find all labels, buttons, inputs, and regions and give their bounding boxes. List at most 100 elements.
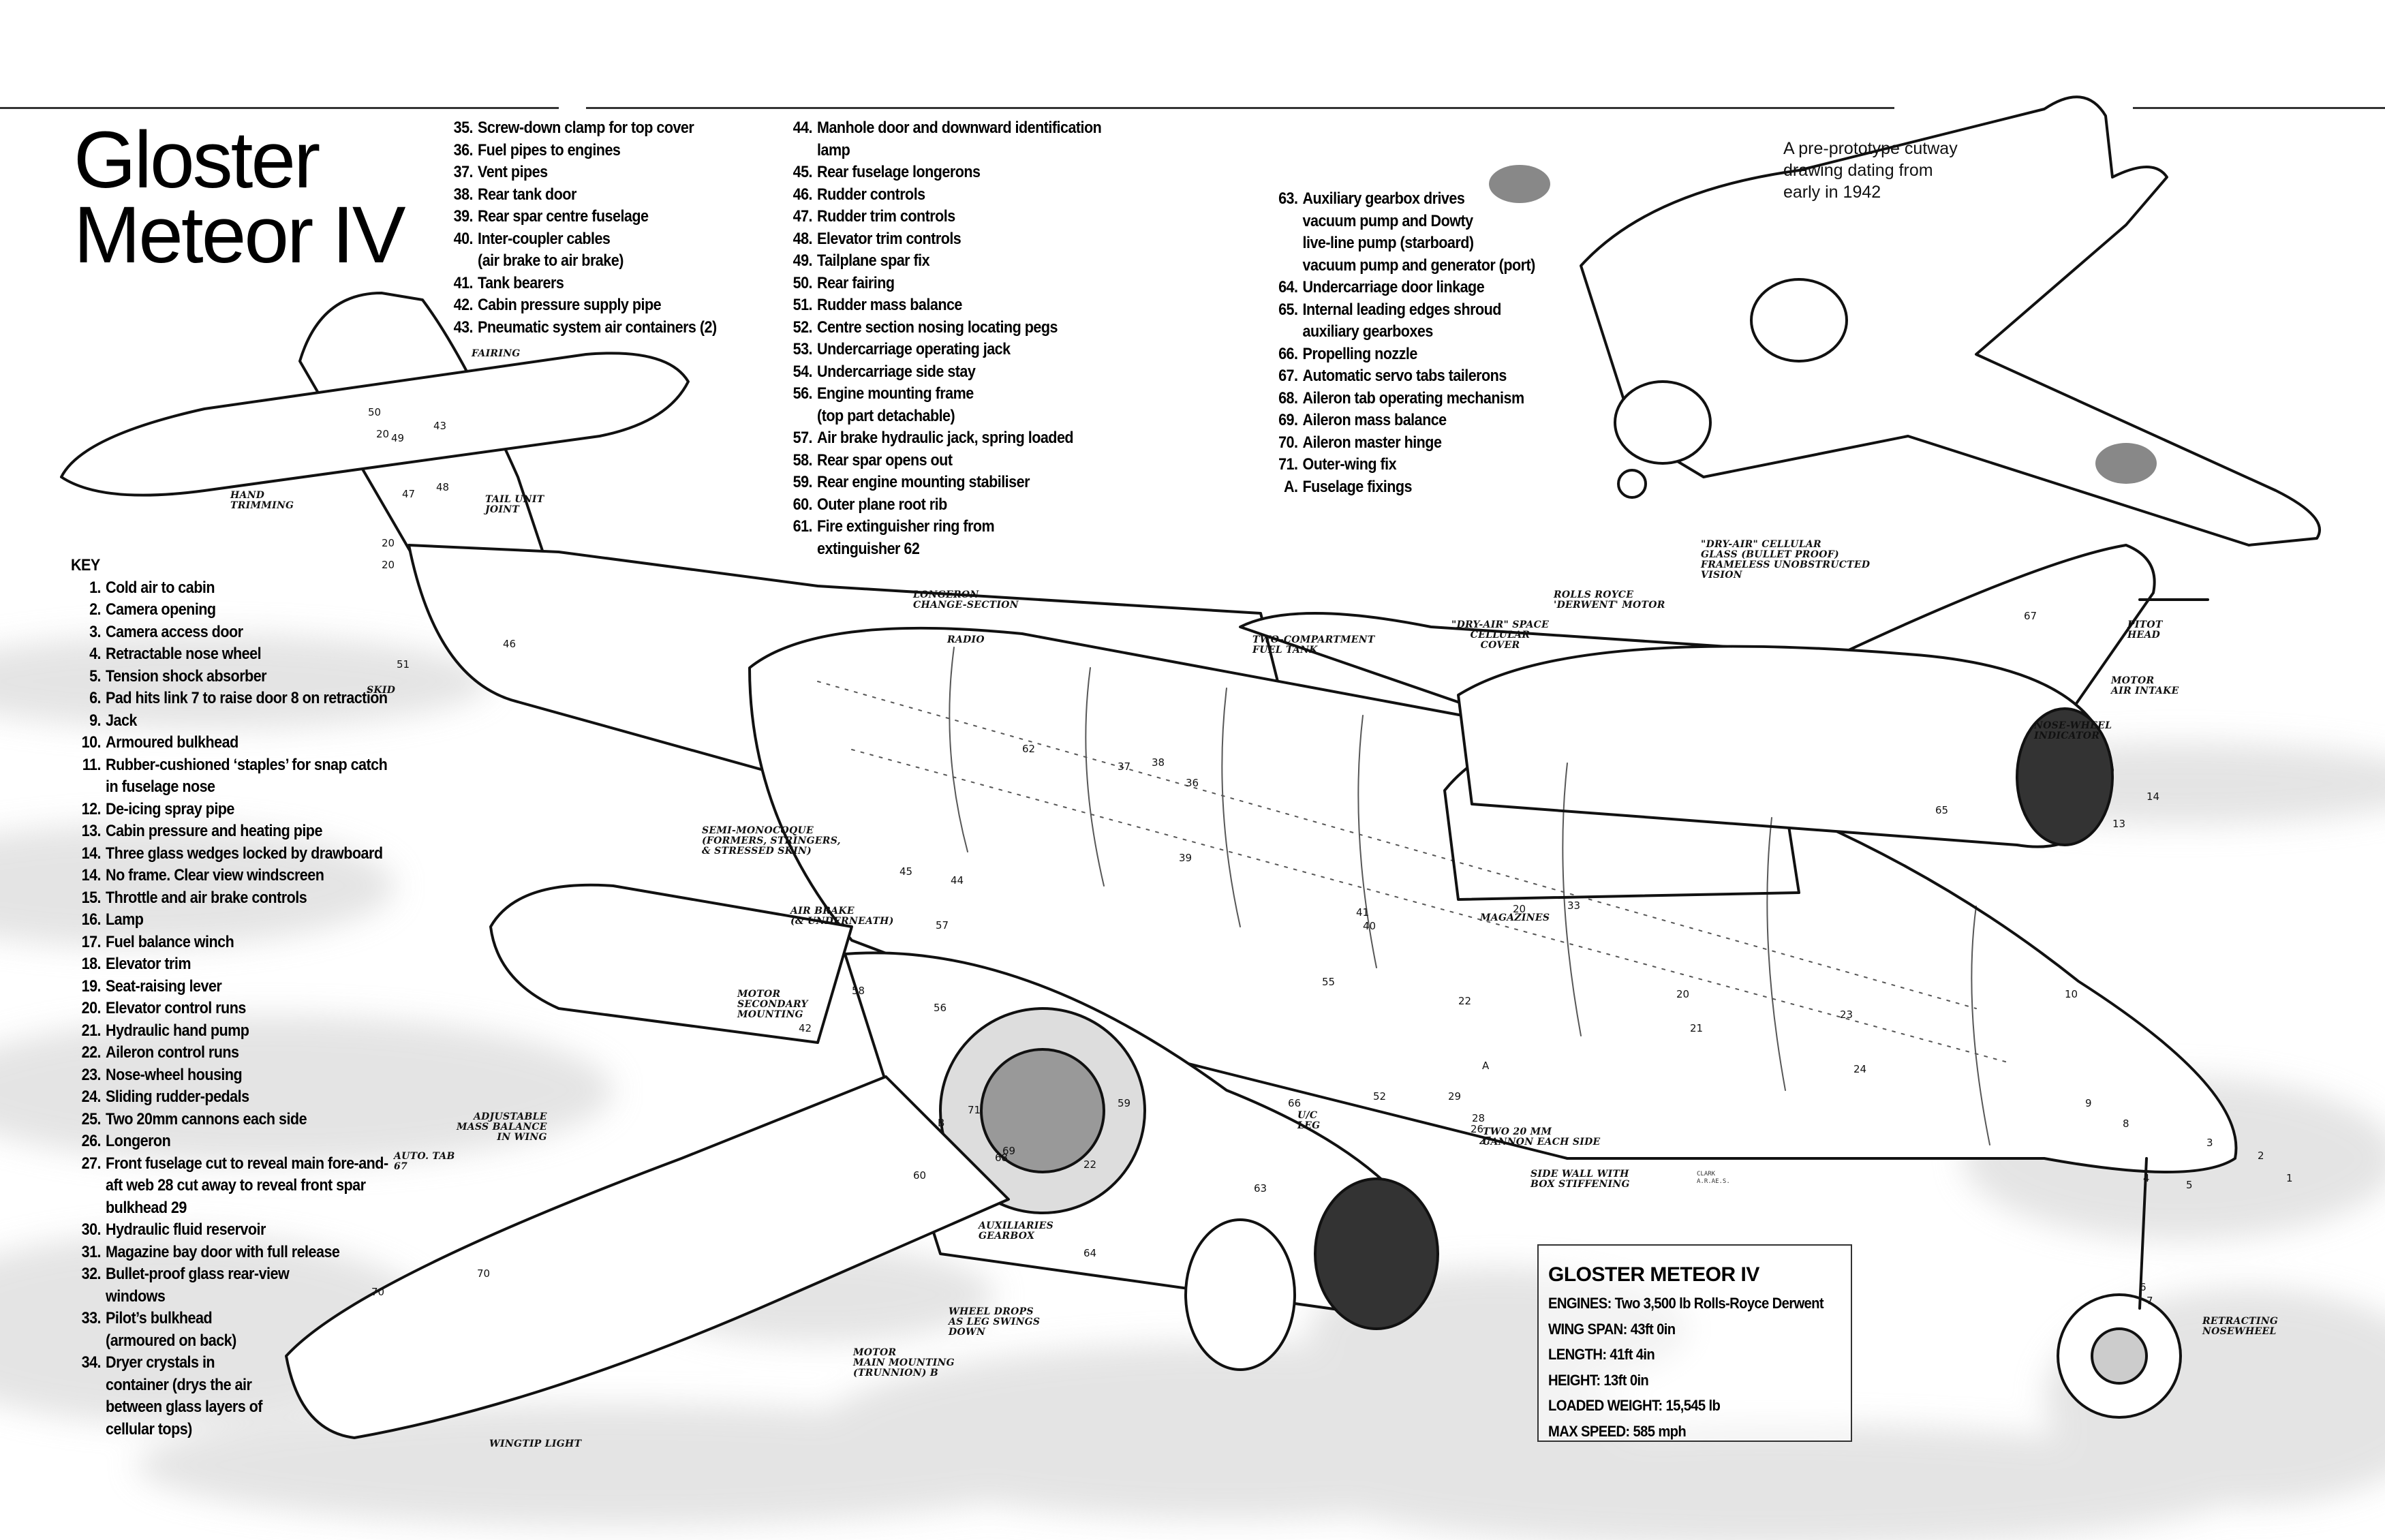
roundel-wing — [2095, 443, 2157, 484]
callout-number: 4 — [2143, 1172, 2150, 1184]
key-item: 15.Throttle and air brake controls — [71, 887, 388, 910]
callout-number: 66 — [1288, 1097, 1302, 1109]
callout-number: 59 — [1118, 1097, 1131, 1109]
annotation-longeron-change-section: Longeron change-section — [913, 589, 1019, 611]
callout-number: 5 — [2186, 1179, 2193, 1191]
key-item-number: A. — [1283, 477, 1298, 496]
key-item-text: Centre section nosing locating pegs — [817, 318, 1058, 337]
key-item: 65.Internal leading edges shroud auxilia… — [1270, 299, 1535, 343]
key-item-number: 24. — [81, 1088, 102, 1106]
key-item-text: Aileron mass balance — [1302, 411, 1447, 429]
key-item-text: De-icing spray pipe — [106, 799, 234, 818]
callout-number: 29 — [1448, 1090, 1462, 1103]
key-item: 68.Aileron tab operating mechanism — [1270, 388, 1535, 410]
key-item-text: Rear tank door — [478, 185, 576, 204]
annotation-magazines: Magazines — [1480, 912, 1550, 923]
key-item: 52.Centre section nosing locating pegs — [782, 317, 1101, 339]
key-item-text: Sliding rudder-pedals — [106, 1088, 249, 1106]
callout-number: 20 — [1676, 988, 1690, 1000]
key-item: 46.Rudder controls — [782, 184, 1101, 206]
key-item: 13.Cabin pressure and heating pipe — [71, 820, 388, 843]
key-item-text: Air brake hydraulic jack, spring loaded — [817, 429, 1074, 447]
callout-number: 60 — [913, 1169, 927, 1182]
key-item-number: 17. — [81, 932, 102, 951]
key-item-number: 35. — [453, 119, 474, 137]
key-item: 38.Rear tank door — [443, 184, 717, 206]
key-item: 10.Armoured bulkhead — [71, 732, 388, 754]
callout-number: A — [1482, 1060, 1490, 1072]
specs-rows: ENGINES: Two 3,500 lb Rolls-Royce Derwen… — [1548, 1291, 1851, 1444]
key-item-number: 53. — [793, 340, 813, 358]
key-item-text: Inter-coupler cables (air brake to air b… — [478, 229, 624, 271]
callout-number: 10 — [2065, 988, 2078, 1000]
key-item-number: 19. — [81, 976, 102, 996]
key-item-text: Undercarriage side stay — [817, 362, 976, 381]
key-item-text: Rear engine mounting stabiliser — [817, 473, 1030, 491]
key-item: 43.Pneumatic system air containers (2) — [443, 317, 718, 339]
key-item: 9.Jack — [71, 710, 388, 733]
callout-number: 55 — [1322, 976, 1336, 988]
annotation-side-wall: Side wall with box stiffening — [1530, 1169, 1630, 1190]
key-item-text: Aileron tab operating mechanism — [1302, 388, 1525, 407]
main-wheel — [1184, 1218, 1296, 1371]
callout-number: 56 — [934, 1002, 947, 1014]
key-item-number: 14. — [81, 866, 102, 884]
key-item-number: 2. — [89, 600, 101, 619]
key-item-number: 57. — [793, 429, 813, 447]
key-item-text: Bullet-proof glass rear-view windows — [106, 1265, 290, 1306]
top-rule-right — [2133, 107, 2385, 109]
title-line-1: Gloster — [74, 115, 320, 205]
key-item: 47.Rudder trim controls — [782, 206, 1101, 228]
key-item-number: 42. — [453, 296, 474, 314]
annotation-hand-trimming: Hand Trimming — [230, 490, 294, 511]
key-item-number: 11. — [82, 755, 102, 774]
key-item: 63.Auxiliary gearbox drives vacuum pump … — [1270, 188, 1535, 277]
callout-number: 57 — [936, 919, 949, 931]
key-item-text: Dryer crystals in container (drys the ai… — [106, 1353, 262, 1438]
callout-number: 21 — [1690, 1022, 1704, 1034]
key-item-text: Automatic servo tabs tailerons — [1302, 367, 1507, 385]
key-item: 21.Hydraulic hand pump — [71, 1020, 388, 1043]
key-item-text: Auxiliary gearbox drives vacuum pump and… — [1302, 189, 1536, 275]
key-item: 25.Two 20mm cannons each side — [71, 1109, 388, 1131]
key-item: 14.Three glass wedges locked by drawboar… — [71, 843, 388, 865]
key-item-number: 51. — [793, 296, 813, 314]
key-item-text: Camera opening — [106, 600, 216, 619]
starboard-intake — [2016, 707, 2114, 846]
key-item: 2. Camera opening — [71, 599, 388, 621]
annotation-tail-unit-joint: Tail unit joint — [485, 494, 544, 515]
key-item-text: Fuel balance winch — [106, 932, 234, 951]
key-item-number: 1. — [89, 578, 101, 597]
callout-number: 13 — [2112, 818, 2126, 830]
callout-number: 47 — [402, 488, 416, 500]
key-list-63-A: 63.Auxiliary gearbox drives vacuum pump … — [1270, 188, 1535, 498]
key-item: 44.Manhole door and downward identificat… — [782, 117, 1102, 161]
callout-number: 26 — [1471, 1123, 1484, 1135]
annotation-radio: Radio — [947, 634, 985, 645]
callout-number: 62 — [1022, 743, 1036, 755]
key-item: 56.Engine mounting frame (top part detac… — [782, 383, 1101, 427]
key-item-text: Rubber-cushioned ‘staples’ for snap catc… — [106, 755, 388, 797]
key-item-text: Nose-wheel housing — [106, 1065, 243, 1084]
port-wing — [285, 1075, 1010, 1439]
key-item-number: 68. — [1278, 388, 1298, 407]
key-item: 31.Magazine bay door with full release — [71, 1242, 388, 1264]
key-item: 71.Outer-wing fix — [1270, 454, 1535, 476]
key-item: 5.Tension shock absorber — [71, 666, 388, 688]
key-item-number: 43. — [453, 318, 474, 337]
port-intake — [1314, 1177, 1439, 1330]
top-rule-middle — [586, 107, 1894, 109]
key-item: 59.Rear engine mounting stabiliser — [782, 472, 1101, 494]
key-item-text: Undercarriage operating jack — [817, 340, 1011, 358]
spec-row: WING SPAN: 43ft 0in — [1548, 1320, 1676, 1338]
key-item-number: 48. — [793, 229, 813, 248]
key-item: 3.Camera access door — [71, 621, 388, 644]
annotation-rolls-royce-motor: Rolls Royce 'Derwent' motor — [1554, 589, 1665, 611]
key-item: 54.Undercarriage side stay — [782, 361, 1101, 384]
annotation-air-brake: Air brake (& underneath) — [790, 906, 894, 927]
key-item-number: 56. — [793, 384, 813, 403]
key-item-number: 31. — [81, 1242, 102, 1261]
callout-number: 63 — [1254, 1182, 1267, 1195]
annotation-dry-air-glass: "Dry-air" cellular glass (bullet proof) … — [1701, 539, 1871, 581]
